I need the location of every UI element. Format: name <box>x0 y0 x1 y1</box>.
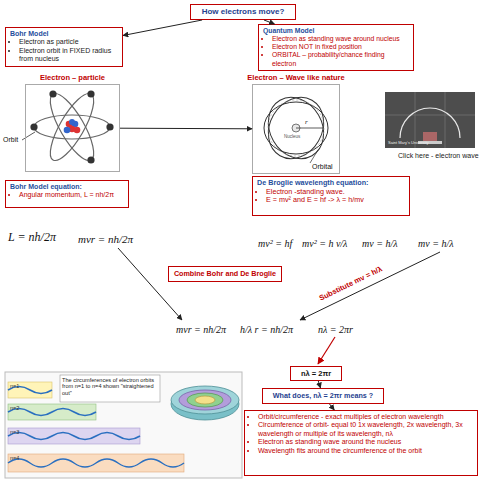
title-box: How electrons move? <box>190 4 296 20</box>
straightened-orbits <box>5 372 242 478</box>
equation: mv² = h v/λ <box>302 238 347 250</box>
conclusion-box: Orbit/circumference - exact multiples of… <box>244 410 478 476</box>
node-heading: nλ = 2πr <box>294 367 338 380</box>
equation: h/λ r = nh/2π <box>240 324 293 336</box>
node-heading: Quantum Model <box>263 27 409 35</box>
connector-arrow <box>123 20 202 36</box>
node-heading: How electrons move? <box>194 5 292 19</box>
electron-wave-photo <box>385 92 475 148</box>
connector-arrow <box>120 128 252 130</box>
bohr-model-box: Bohr ModelElectron as particleElectron o… <box>5 27 123 67</box>
equation: mv² = hf <box>258 238 292 250</box>
symbol-label: r <box>305 118 308 126</box>
node-text: Electron as standing wave around the nuc… <box>258 438 473 446</box>
node-text: E = mv² and E = hf -> λ = h/mv <box>266 196 405 205</box>
orbit-label: n=2 <box>10 405 19 411</box>
watermark: Saint Mary's University <box>388 141 429 146</box>
node-heading: Bohr Model equation: <box>10 183 124 191</box>
equation: nλ = 2πr <box>318 324 353 336</box>
node-text: Circumference of orbit- equal t0 1x wave… <box>258 421 473 438</box>
orbit-label: n=1 <box>10 383 19 389</box>
orbit-label: n=3 <box>10 429 19 435</box>
node-text: Angular momentum, L = nh/2π <box>19 191 124 199</box>
equation-box: Bohr Model equation:Angular momentum, L … <box>5 180 129 208</box>
link-note: Click here - electron wave <box>398 152 479 160</box>
node-heading: Electron – Wave like nature <box>223 73 369 82</box>
part-label: Orbital <box>312 163 333 171</box>
node-heading: De Broglie wavelength equation: <box>257 179 405 188</box>
flow-arrow <box>118 248 182 320</box>
image-frame: Electron – particle <box>25 84 120 172</box>
node-text: ORBITAL – probability/chance finding ele… <box>272 51 409 67</box>
result-box: nλ = 2πr <box>290 366 342 381</box>
part-label: Nucleus <box>284 134 300 139</box>
node-text: Electron orbit in FIXED radius from nucl… <box>19 47 118 64</box>
node-heading: Combine Bohr and De Broglie <box>172 267 278 281</box>
node-text: Orbit/circumference - exact multiples of… <box>258 413 473 421</box>
equation: mv = h/λ <box>362 238 398 250</box>
node-text: Electron -standing wave. <box>266 188 405 197</box>
connector-arrow <box>318 381 320 388</box>
bohr-atom <box>22 88 114 166</box>
node-heading: What does, nλ = 2πr means ? <box>266 389 380 403</box>
equation: L = nh/2π <box>8 231 56 245</box>
flow-arrow <box>300 252 440 320</box>
part-label: Orbit <box>3 136 18 144</box>
standing-wave-orbital <box>257 87 334 168</box>
figure-caption: The circumferences of electron orbits fr… <box>62 377 158 396</box>
equation-box: De Broglie wavelength equation:Electron … <box>252 176 410 216</box>
equation: mvr = nh/2π <box>176 324 226 336</box>
step-box: Combine Bohr and De Broglie <box>168 266 282 282</box>
equation: mvr = nh/2π <box>78 233 133 246</box>
image-frame: Electron – Wave like nature <box>252 84 340 174</box>
orbit-label: n=4 <box>10 455 19 461</box>
equation: mv = h/λ <box>418 238 454 250</box>
question-box: What does, nλ = 2πr means ? <box>262 388 384 404</box>
quantum-model-box: Quantum ModelElectron as standing wave a… <box>258 24 414 71</box>
node-text: Electron as standing wave around nucleus <box>272 35 409 43</box>
node-heading: Electron – particle <box>0 73 149 82</box>
node-text: Electron NOT in fixed position <box>272 43 409 51</box>
node-text: Electron as particle <box>19 38 118 46</box>
node-text: Wavelength fits around the circumference… <box>258 447 473 455</box>
node-heading: Bohr Model <box>10 30 118 38</box>
flow-arrow <box>318 337 335 364</box>
